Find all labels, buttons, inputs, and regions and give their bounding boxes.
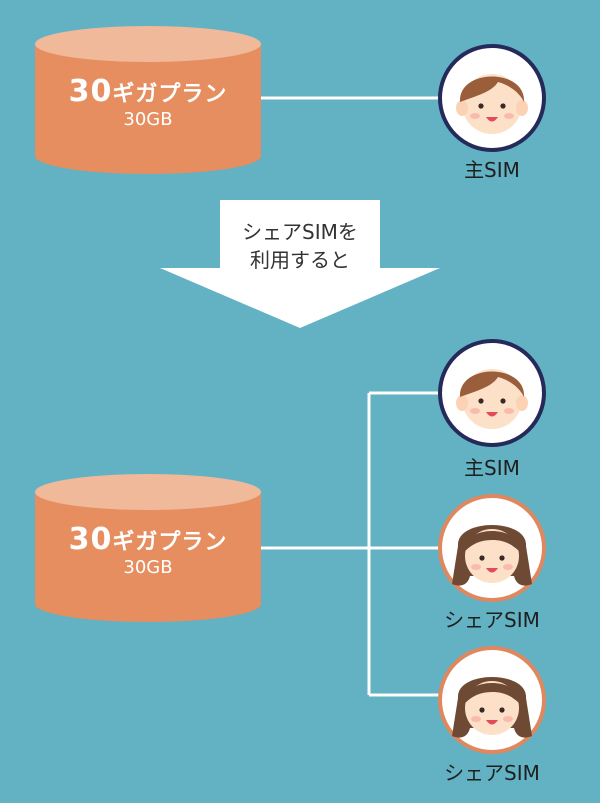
plan-number: 30	[68, 522, 113, 557]
plan-number: 30	[68, 74, 113, 109]
plan-cylinder-before	[35, 26, 261, 174]
sim-label-share-1: シェアSIM	[444, 608, 540, 632]
arrow-caption-line-1: シェアSIMを	[242, 220, 358, 244]
avatar-share-sim-2	[438, 646, 546, 754]
avatar-primary-sim-before	[438, 44, 546, 152]
arrow-caption-line-2: 利用すると	[250, 248, 350, 272]
down-arrow-icon	[160, 200, 440, 328]
sim-label-share-2: シェアSIM	[444, 761, 540, 785]
girl-avatar-icon	[452, 525, 532, 586]
plan-name-text: ギガプラン	[112, 82, 228, 107]
plan-size: 30GB	[123, 557, 173, 578]
sim-label-primary-before: 主SIM	[464, 158, 520, 182]
girl-avatar-icon	[452, 677, 532, 738]
plan-name-text: ギガプラン	[112, 530, 228, 555]
avatar-primary-sim-after	[438, 339, 546, 447]
plan-label-after: 30ギガプラン 30GB	[35, 522, 261, 578]
avatar-share-sim-1	[438, 494, 546, 602]
arrow-caption: シェアSIMを 利用すると	[220, 218, 380, 274]
sim-label-primary-after: 主SIM	[464, 456, 520, 480]
plan-size: 30GB	[123, 109, 173, 130]
plan-cylinder-after	[35, 474, 261, 622]
plan-label-before: 30ギガプラン 30GB	[35, 74, 261, 130]
connector-tree-after	[261, 391, 440, 697]
